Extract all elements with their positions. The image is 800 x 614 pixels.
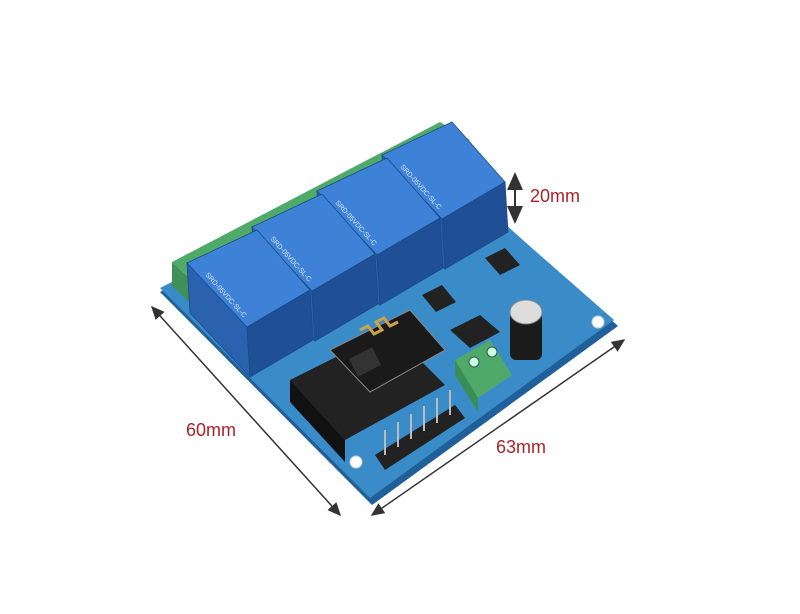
height-dimension-label: 20mm	[530, 186, 581, 206]
length-dimension-label: 63mm	[496, 437, 547, 457]
optocoupler	[422, 248, 520, 312]
width-dimension-label: 60mm	[186, 420, 237, 440]
capacitor	[509, 299, 543, 360]
length-arrow	[370, 339, 626, 516]
width-arrow	[150, 305, 342, 517]
